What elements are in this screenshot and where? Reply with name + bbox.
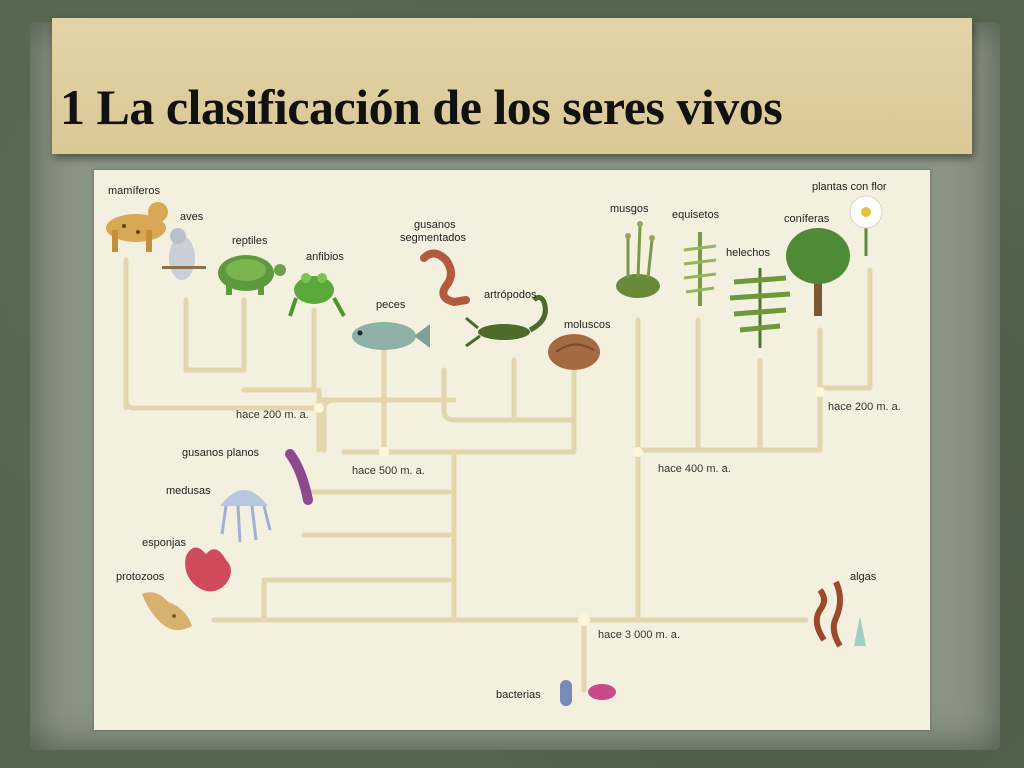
lynx-icon (106, 202, 168, 252)
label-algas: algas (850, 571, 877, 583)
turtle-icon (218, 255, 286, 295)
jellyfish-icon (220, 490, 272, 543)
tree-branches (123, 257, 873, 693)
label-esponjas: esponjas (142, 537, 187, 549)
label-mamiferos: mamíferos (108, 185, 160, 197)
label-musgos: musgos (610, 203, 649, 215)
age-hace-500: hace 500 m. a. (352, 465, 425, 477)
label-gusanos-planos: gusanos planos (182, 447, 260, 459)
frog-icon (288, 273, 346, 317)
branch-nodes (314, 387, 825, 626)
label-equisetos: equisetos (672, 209, 720, 221)
sponge-icon (185, 547, 231, 592)
branch-reptiles (183, 297, 247, 373)
branch-gusanos-segmentados (441, 367, 517, 423)
age-hace-200-left: hace 200 m. a. (236, 409, 309, 421)
label-gusanos-segmentados-1: gusanos (414, 219, 456, 231)
scorpion-icon (465, 294, 548, 348)
bacteria-icon (560, 680, 616, 706)
label-artropodos: artrópodos (484, 289, 537, 301)
conifer-icon (786, 228, 850, 316)
shell-icon (548, 334, 600, 370)
age-hace-3000: hace 3 000 m. a. (598, 629, 680, 641)
label-aves: aves (180, 211, 204, 223)
label-gusanos-segmentados-2: segmentados (400, 232, 467, 244)
label-plantas-con-flor: plantas con flor (812, 181, 887, 193)
label-coniferas: coníferas (784, 213, 830, 225)
fish-icon (352, 322, 430, 350)
pigeon-icon (162, 228, 206, 280)
protozoa-icon (142, 592, 192, 631)
branch-moluscos (511, 377, 577, 423)
age-hace-400: hace 400 m. a. (658, 463, 731, 475)
algae-icon (813, 580, 866, 648)
branch-anfibios (241, 307, 317, 393)
fern-icon (729, 268, 791, 348)
phylogenetic-tree-diagram: mamíferos aves reptiles anfibios gusanos… (94, 170, 930, 730)
label-moluscos: moluscos (564, 319, 611, 331)
label-peces: peces (376, 299, 406, 311)
label-medusas: medusas (166, 485, 211, 497)
horsetail-icon (683, 232, 717, 306)
branch-coniferas (757, 327, 823, 453)
label-helechos: helechos (726, 247, 771, 259)
segmented-worm-icon (420, 249, 470, 307)
tree-svg: mamíferos aves reptiles anfibios gusanos… (94, 170, 930, 730)
title-banner (52, 18, 972, 154)
moss-icon (616, 221, 660, 298)
label-reptiles: reptiles (232, 235, 268, 247)
flower-icon (849, 195, 883, 256)
label-bacterias: bacterias (496, 689, 541, 701)
label-anfibios: anfibios (306, 251, 344, 263)
flatworm-icon (285, 449, 313, 505)
page-title: 1 La clasificación de los seres vivos (60, 79, 783, 135)
label-protozoos: protozoos (116, 571, 165, 583)
age-hace-200-right: hace 200 m. a. (828, 401, 901, 413)
